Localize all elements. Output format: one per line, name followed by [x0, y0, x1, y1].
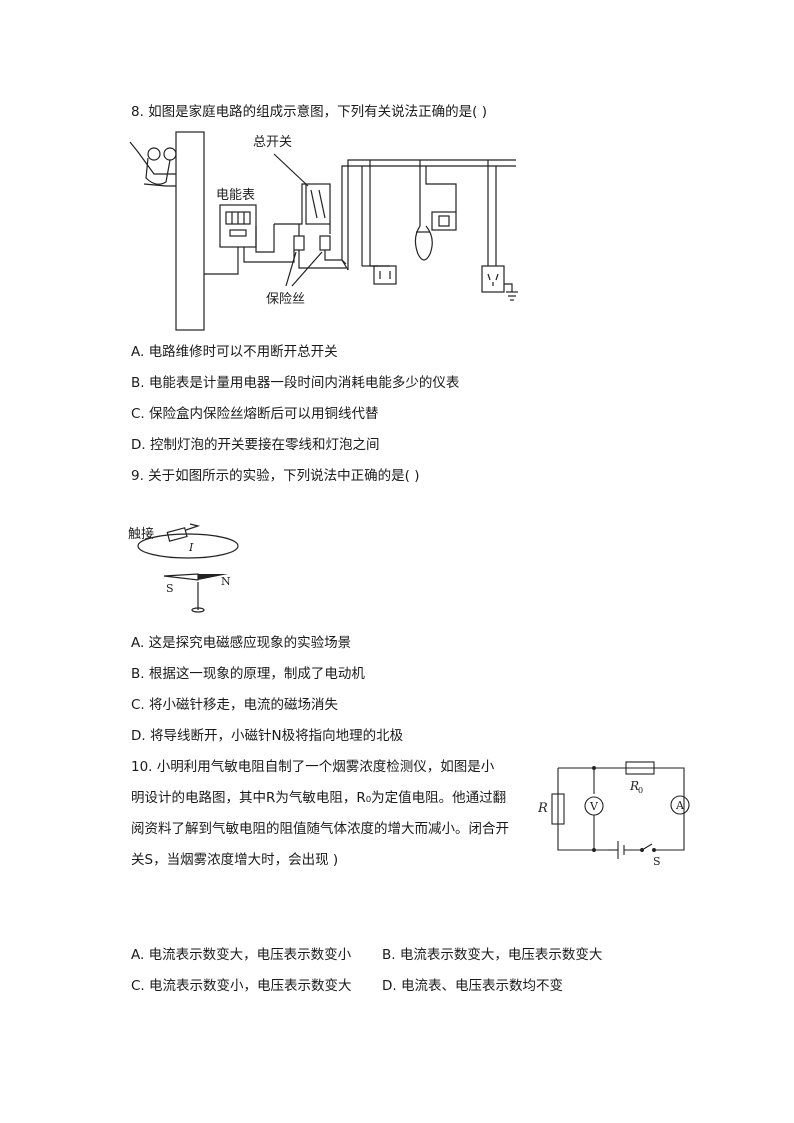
q8-label-fuse: 保险丝: [266, 292, 305, 307]
q8-household-circuit-figure: 总开关 电能表 保险丝: [129, 131, 518, 331]
q9-label-current: I: [188, 541, 194, 554]
q9-label-touch: 触接: [128, 526, 154, 542]
q10-label-switch: S: [653, 855, 661, 868]
q8-label-meter: 电能表: [216, 188, 255, 203]
q9-label-south: S: [166, 582, 174, 595]
q10-stem-line-3: 阅资料了解到气敏电阻的阻值随气体浓度的增大而减小。闭合开: [131, 821, 509, 837]
q9-option-a: A. 这是探究电磁感应现象的实验场景: [131, 635, 352, 651]
q9-option-d: D. 将导线断开，小磁针N极将指向地理的北极: [131, 728, 404, 744]
q8-option-a: A. 电路维修时可以不用断开总开关: [131, 344, 338, 360]
q10-option-a: A. 电流表示数变大，电压表示数变小: [131, 947, 352, 963]
q10-circuit-diagram: R R 0 V A S: [537, 761, 690, 868]
q10-option-c: C. 电流表示数变小，电压表示数变大: [131, 978, 352, 994]
q10-stem-line-4: 关S，当烟雾浓度增大时，会出现 ): [131, 852, 339, 868]
q9-option-b: B. 根据这一现象的原理，制成了电动机: [131, 666, 365, 682]
q10-label-r: R: [537, 801, 548, 816]
q10-label-r0-subscript: 0: [638, 786, 643, 795]
q10-stem-line-2: 明设计的电路图，其中R为气敏电阻，R₀为定值电阻。他通过翻: [131, 790, 507, 806]
q9-label-north: N: [221, 575, 231, 588]
q8-option-c: C. 保险盒内保险丝熔断后可以用铜线代替: [131, 406, 379, 422]
q9-option-c: C. 将小磁针移走，电流的磁场消失: [131, 697, 339, 713]
q8-option-b: B. 电能表是计量用电器一段时间内消耗电能多少的仪表: [131, 375, 460, 391]
q10-option-b: B. 电流表示数变大，电压表示数变大: [382, 947, 603, 963]
q10-option-d: D. 电流表、电压表示数均不变: [382, 978, 563, 994]
q8-option-d: D. 控制灯泡的开关要接在零线和灯泡之间: [131, 437, 380, 453]
q10-voltmeter-symbol: V: [589, 800, 599, 813]
q9-oersted-figure: 触接 I S N: [128, 523, 239, 613]
q10-stem-line-1: 10. 小明利用气敏电阻自制了一个烟雾浓度检测仪，如图是小: [131, 759, 495, 775]
q9-stem: 9. 关于如图所示的实验，下列说法中正确的是( ): [131, 468, 420, 484]
q10-ammeter-symbol: A: [675, 799, 685, 812]
q8-stem: 8. 如图是家庭电路的组成示意图，下列有关说法正确的是( ): [131, 104, 487, 120]
q8-label-main-switch: 总开关: [253, 135, 292, 150]
q10-label-r0: R: [629, 779, 639, 793]
